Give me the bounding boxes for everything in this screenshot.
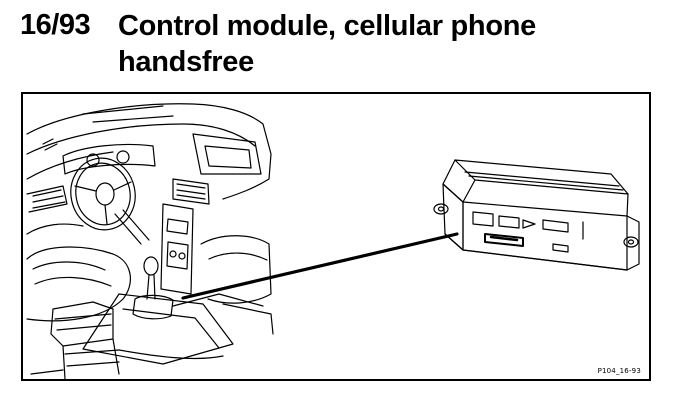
vehicle-interior-drawing <box>26 103 274 379</box>
page-heading: 16/93 Control module, cellular phone han… <box>0 0 688 90</box>
control-module-drawing <box>433 159 640 271</box>
page-title: Control module, cellular phone handsfree <box>118 10 536 78</box>
illustration <box>26 103 640 379</box>
pointer-line <box>181 232 459 300</box>
figure-code: P104_16-93 <box>597 367 641 375</box>
illustration-frame: P104_16-93 <box>21 92 651 381</box>
figure-number: 16/93 <box>20 9 91 41</box>
